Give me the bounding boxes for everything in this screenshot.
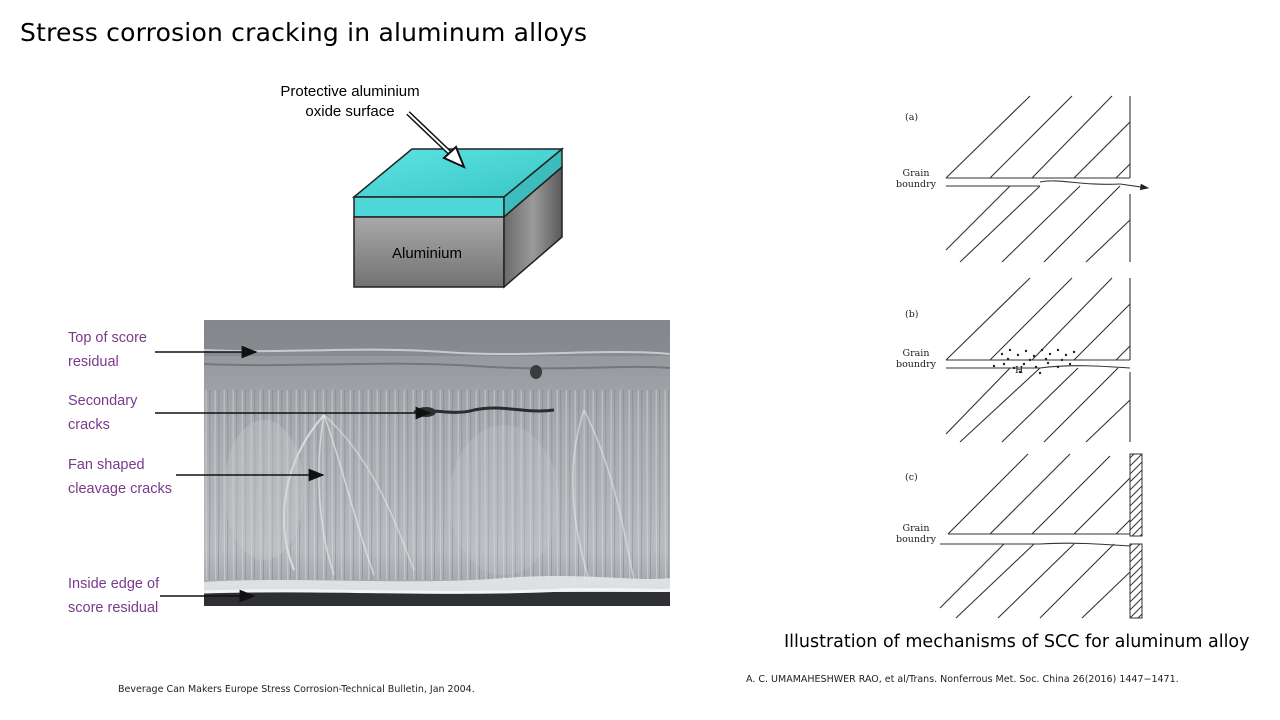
oxide-label-line1: Protective aluminium — [280, 83, 420, 100]
slide-title: Stress corrosion cracking in aluminum al… — [20, 18, 588, 47]
sem-micrograph-image — [204, 320, 670, 606]
mechanism-panels-svg — [939, 95, 1150, 619]
sem-label-inside-edge-line1: Inside edge of — [68, 576, 160, 592]
panel-c-wall-upper — [1129, 453, 1143, 537]
sem-label-inside-edge: Inside edge of score residual — [68, 572, 159, 620]
metal-label: Aluminium — [391, 245, 463, 262]
sem-label-inside-edge-line2: score residual — [68, 600, 159, 616]
panel-b-grain-line2: boundry — [896, 359, 937, 370]
aluminium-block-svg — [351, 111, 565, 289]
panel-c-grain-line2: boundry — [896, 534, 937, 545]
sem-label-fan-shaped-line1: Fan shaped — [68, 457, 145, 473]
sem-label-secondary-cracks-line1: Secondary — [68, 393, 138, 409]
panel-c-drawing — [939, 453, 1131, 619]
panel-a-grain-line2: boundry — [896, 179, 937, 190]
panel-c-grain-line1: Grain — [902, 523, 930, 534]
panel-c-letter: (c) — [905, 472, 918, 483]
sem-label-fan-shaped: Fan shaped cleavage cracks — [68, 453, 172, 501]
panel-b-letter: (b) — [905, 309, 919, 320]
panel-b-grain-line1: Grain — [902, 348, 930, 359]
oxide-label: Protective aluminium oxide surface — [250, 82, 450, 122]
panel-c-wall-lower — [1129, 543, 1143, 619]
sem-label-top-of-score-line2: residual — [68, 354, 119, 370]
reference-right: A. C. UMAMAHESHWER RAO, et al/Trans. Non… — [746, 674, 1179, 685]
panel-a-drawing — [945, 95, 1150, 263]
panel-a-grain-line1: Grain — [902, 168, 930, 179]
mechanism-caption: Illustration of mechanisms of SCC for al… — [784, 632, 1250, 652]
panel-b-grain-label: Grain boundry — [896, 348, 936, 370]
sem-pointer-arrows — [155, 345, 432, 603]
panel-a-letter: (a) — [905, 112, 919, 123]
hydrogen-label: H — [1015, 365, 1024, 376]
sem-label-top-of-score: Top of score residual — [68, 326, 147, 374]
panel-b-drawing — [945, 277, 1131, 443]
oxide-label-line2: oxide surface — [305, 103, 395, 120]
panel-a-grain-label: Grain boundry — [896, 168, 936, 190]
reference-left: Beverage Can Makers Europe Stress Corros… — [118, 684, 475, 695]
sem-label-top-of-score-line1: Top of score — [68, 330, 147, 346]
sem-label-secondary-cracks: Secondary cracks — [68, 389, 137, 437]
oxide-arrow — [406, 111, 466, 169]
sem-label-secondary-cracks-line2: cracks — [68, 417, 110, 433]
panel-c-grain-label: Grain boundry — [896, 523, 936, 545]
hydrogen-dots — [992, 348, 1076, 375]
sem-label-fan-shaped-line2: cleavage cracks — [68, 481, 172, 497]
metal-side-face — [503, 165, 563, 289]
